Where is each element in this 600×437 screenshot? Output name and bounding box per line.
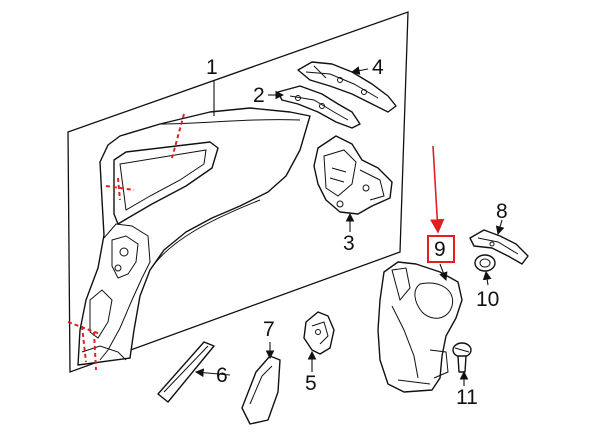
part-2-bracket [277, 85, 361, 129]
callout-1: 1 [206, 56, 218, 79]
highlight-box [427, 235, 455, 263]
callout-5: 5 [305, 372, 317, 395]
part-11-push-pin [452, 342, 472, 373]
part-7-trim [241, 355, 281, 425]
callout-9-highlight: 9 [427, 235, 455, 263]
part-6-strip [157, 341, 215, 403]
callout-3: 3 [343, 232, 355, 255]
part-5-bracket [303, 311, 335, 355]
leader-lines [194, 66, 505, 386]
callout-10: 10 [476, 288, 499, 311]
callout-2: 2 [253, 84, 265, 107]
part-4-reinforcement [297, 61, 397, 113]
callout-6: 6 [216, 364, 228, 387]
part-1-quarter-panel [67, 107, 311, 371]
part-8-bracket [469, 229, 529, 265]
callout-7: 7 [263, 318, 275, 341]
callout-9: 9 [434, 238, 446, 261]
callout-4: 4 [372, 56, 384, 79]
part-9-wheelhouse-liner [377, 261, 463, 393]
callout-11: 11 [456, 386, 478, 409]
callout-8: 8 [496, 200, 508, 223]
part-10-grommet [474, 254, 496, 272]
part-3-lamp-pocket [313, 135, 393, 215]
